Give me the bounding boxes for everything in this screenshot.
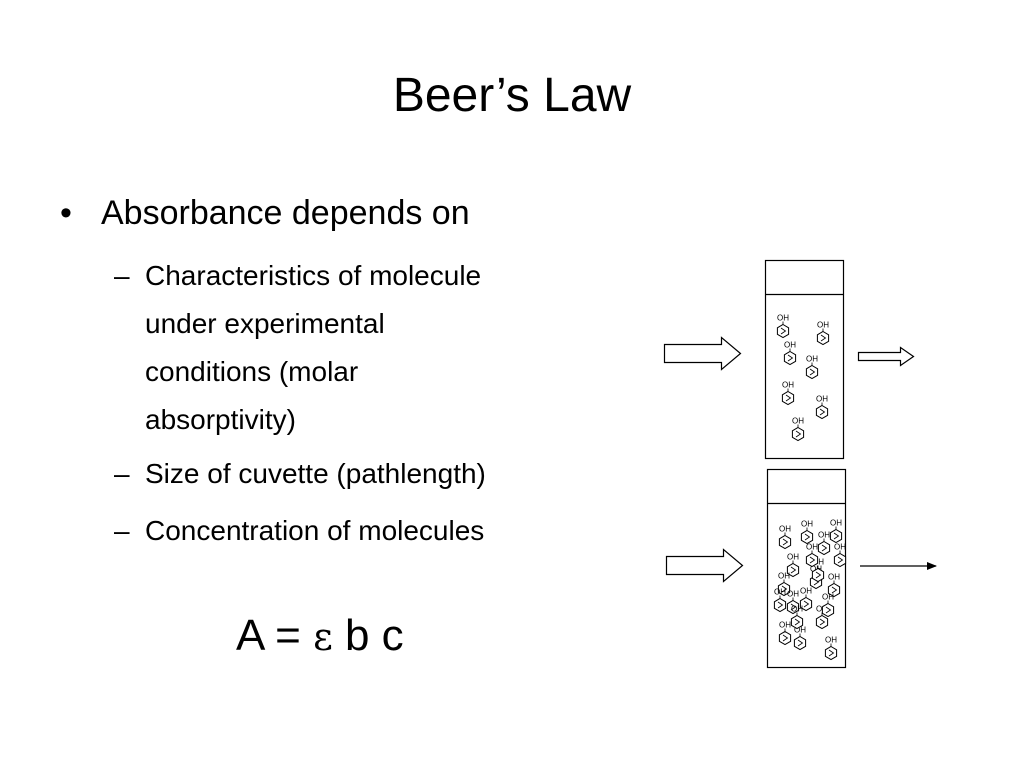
sub-item-text: Concentration of molecules [145,507,595,555]
oh-label: OH [791,605,803,614]
oh-label: OH [787,553,799,562]
phenol-molecule-icon: OH [815,395,828,420]
equation-lhs: A = [236,611,314,660]
epsilon-symbol: ε [313,615,333,659]
phenol-molecule-icon: OH [778,525,791,550]
oh-label: OH [834,543,846,552]
oh-label: OH [806,355,818,364]
oh-label: OH [810,565,822,574]
cuvette-dilute [764,259,845,460]
oh-label: OH [787,590,799,599]
phenol-molecule-icon: OH [783,341,796,366]
oh-label: OH [816,395,828,404]
sub-item-line: absorptivity) [145,404,296,435]
phenol-molecule-icon: OH [800,520,813,545]
phenol-molecule-icon: OH [793,626,806,651]
oh-label: OH [779,621,791,630]
phenol-molecule-icon: OH [805,543,818,568]
oh-label: OH [794,626,806,635]
phenol-molecule-icon: OH [833,543,846,568]
oh-label: OH [818,531,830,540]
phenol-molecule-icon: OH [791,417,804,442]
equation-rhs: b c [332,611,404,660]
oh-label: OH [779,525,791,534]
oh-label: OH [817,321,829,330]
oh-label: OH [800,587,812,596]
sub-item-line: Characteristics of molecule [145,260,482,291]
phenol-molecule-icon: OH [778,621,791,646]
phenol-molecule-icon: OH [773,588,786,613]
sub-item-line: under experimental [145,308,385,339]
sub-item-line: Size of cuvette (pathlength) [145,458,486,489]
oh-label: OH [806,543,818,552]
oh-label: OH [825,636,837,645]
phenol-molecule-icon: OH [781,381,794,406]
phenol-molecule-icon: OH [821,593,834,618]
oh-label: OH [830,519,842,528]
oh-label: OH [822,593,834,602]
oh-label: OH [792,417,804,426]
phenol-molecule-icon: OH [817,531,830,556]
oh-label: OH [782,381,794,390]
transmitted-light-arrow-icon [857,346,915,367]
phenol-molecule-icon: OH [799,587,812,612]
sub-item-text: Size of cuvette (pathlength) [145,450,595,498]
oh-label: OH [777,314,789,323]
bullet-text: Absorbance depends on [101,194,470,232]
sub-marker: – [114,515,130,546]
oh-label: OH [784,341,796,350]
oh-label: OH [774,588,786,597]
phenol-molecule-icon: OH [777,572,790,597]
bullet-marker: • [60,194,72,232]
slide-title: Beer’s Law [392,69,632,122]
beer-law-equation: A = ε b c [236,606,404,667]
sub-marker: – [114,260,130,291]
phenol-molecule-icon: OH [805,355,818,380]
phenol-molecule-icon: OH [829,519,842,544]
oh-label: OH [778,572,790,581]
sub-item-line: conditions (molar [145,356,359,387]
phenol-molecule-icon: OH [786,590,799,615]
phenol-molecule-icon: OH [786,553,799,578]
phenol-molecule-icon: OH [790,605,803,630]
oh-label: OH [828,573,840,582]
phenol-molecule-icon: OH [776,314,789,339]
sub-item-line: Concentration of molecules [145,515,485,546]
sub-item-text: Characteristics of molecule under experi… [145,252,595,444]
sub-marker: – [114,458,130,489]
incident-light-arrow-icon [663,336,742,371]
phenol-molecule-icon: OH [827,573,840,598]
phenol-molecule-icon: OH [824,636,837,661]
phenol-molecule-icon: OH [811,558,824,583]
phenol-molecule-icon: OH [816,321,829,346]
molecules-dilute: OH OH OH OH OH OH OH [776,314,829,442]
oh-label: OH [812,558,824,567]
incident-light-arrow-icon [665,548,744,583]
oh-label: OH [801,520,813,529]
